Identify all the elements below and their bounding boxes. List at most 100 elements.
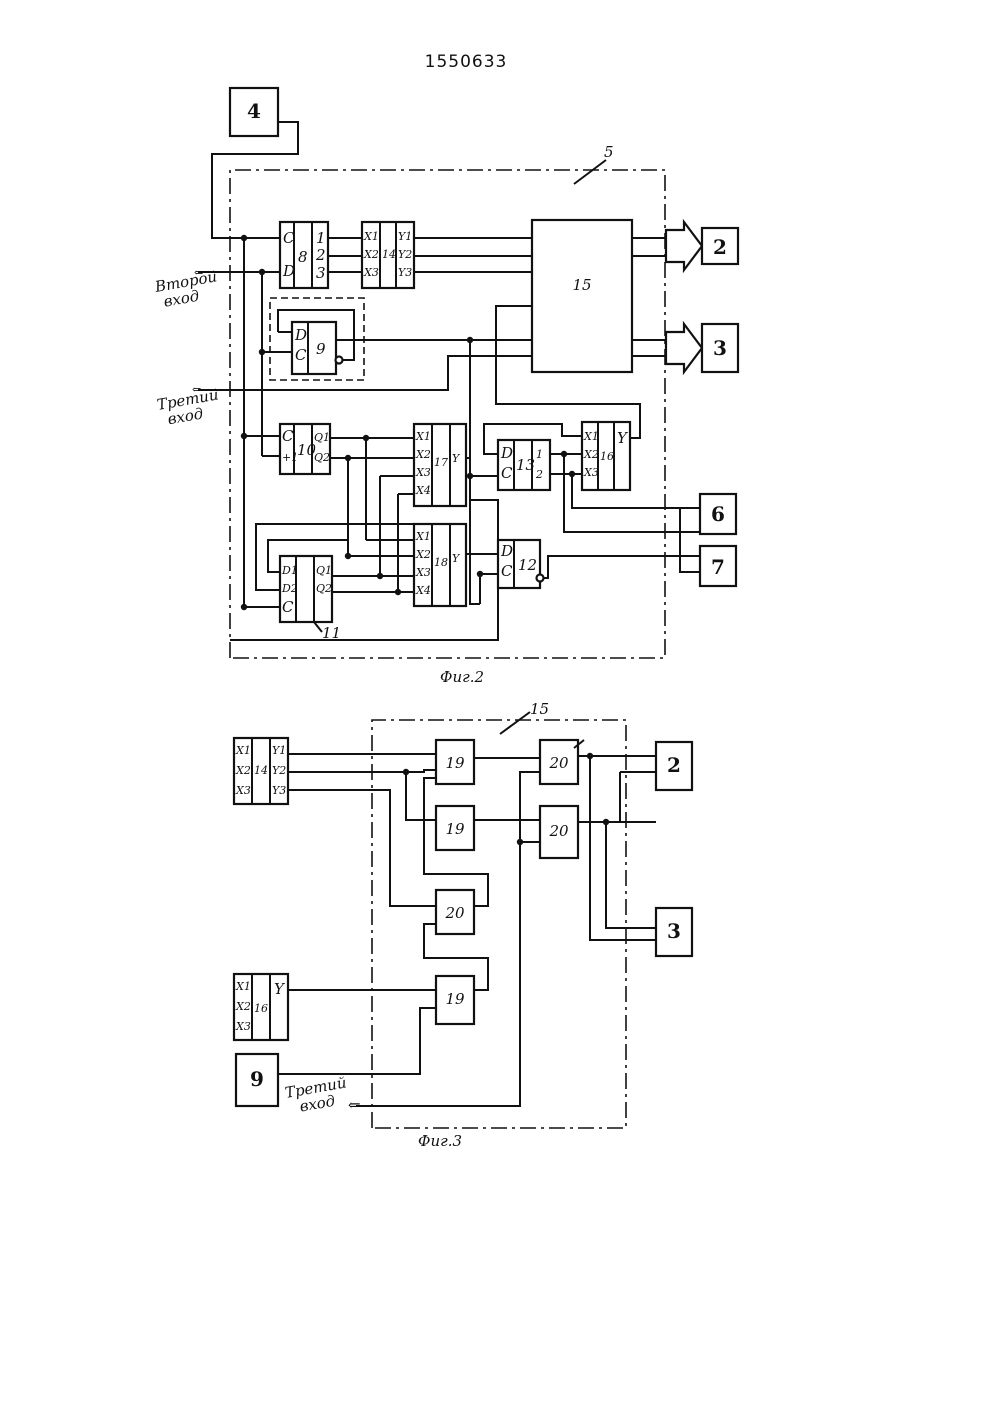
wire-ff9-to-ff12 [470,340,480,604]
f3-l16-id: 16 [254,1002,268,1015]
l18-x3: X3 [415,566,431,579]
l17-x4: X4 [415,484,431,497]
f3-dec14-y1: Y1 [272,744,286,757]
f3-dec14-x2: X2 [235,764,251,777]
l18-id: 18 [434,556,448,569]
l17-x2: X2 [415,448,431,461]
reg13-d: D [500,444,513,462]
l18-x4: X4 [415,584,431,597]
reg8-id: 8 [298,248,308,266]
block-15-label: 15 [572,276,591,294]
reg8-out-2: 2 [315,246,326,264]
fig3-block-9-label: 9 [250,1067,264,1091]
l18-x1: X1 [415,530,431,543]
junction [241,235,247,241]
ff12-id: 12 [518,556,537,574]
reg13-1: 1 [536,448,543,461]
input-arrow-glyph: ⇐ [348,1096,361,1114]
cnt10-pin-plus1: +1 [282,451,298,464]
reg11-d1: D1 [281,564,298,577]
cnt10-pin-c: C [282,427,294,445]
reg11-c: C [282,598,294,616]
f3-dec14-id: 14 [254,764,268,777]
l17-x1: X1 [415,430,431,443]
block-7-label: 7 [711,555,725,579]
block-6-label: 6 [711,502,725,526]
block-15-boundary [372,720,626,1128]
gate-20b-label: 20 [548,822,569,840]
f3-dec14-y2: Y2 [272,764,286,777]
l16-x2: X2 [583,448,599,461]
reg13-2: 2 [535,468,543,481]
l16-id: 16 [600,450,614,463]
gate-19b-label: 19 [445,820,465,838]
reg13-c: C [501,464,513,482]
reg11-d2: D2 [281,582,298,595]
ff9-pin-c: C [295,346,307,364]
junction [259,349,265,355]
third-input-label: Третийвход [156,385,223,429]
f3-dec14-y3: Y3 [272,784,286,797]
cnt10-q2: Q2 [314,451,330,464]
cnt10-q1: Q1 [314,431,330,444]
l17-x3: X3 [415,466,431,479]
wire-third-input [198,356,532,390]
ff12-pin-c: C [501,562,513,580]
dec14-y1: Y1 [398,230,412,243]
dec14-x2: X2 [363,248,379,261]
ff9-pin-d: D [294,326,307,344]
figure-2: 5 4 ⇐ Второйвход C D 8 1 2 3 X1 X2 [153,88,738,686]
block-5-leader [574,160,606,184]
fig3-caption: Фиг.3 [418,1132,462,1150]
block-15 [532,220,632,372]
fig3-third-input-label: Третийвход [284,1073,351,1117]
l17-id: 17 [434,456,448,469]
ff12-pin-d: D [500,542,513,560]
second-input-label: Второйвход [153,267,222,312]
block-4-label: 4 [247,99,261,123]
wire-4-to-reg8 [212,122,298,238]
fig3-block-2-label: 2 [667,753,681,777]
dec14-y2: Y2 [398,248,412,261]
f3-l16-x3: X3 [235,1020,251,1033]
dec14-x1: X1 [363,230,379,243]
f3-l16-x1: X1 [235,980,251,993]
reg8-pin-c: C [283,229,295,247]
l16-x3: X3 [583,466,599,479]
dec14-x3: X3 [363,266,379,279]
gate-19c-label: 19 [445,990,465,1008]
ff9-id: 9 [316,340,326,358]
junction [241,604,247,610]
block-15-leader [500,712,530,734]
dec14-y3: Y3 [398,266,412,279]
fig3-block-15-label: 15 [530,700,549,718]
wire-12-to-7 [544,556,680,578]
bus-arrow-to-3 [666,324,702,372]
reg13-id: 13 [516,456,535,474]
reg8-out-1: 1 [316,229,326,247]
block-3-label: 3 [713,336,727,360]
l16-x1: X1 [583,430,599,443]
block-2-label: 2 [713,235,727,259]
reg8-out-3: 3 [316,264,326,282]
reg8-pin-d: D [282,262,295,280]
reg11-q2: Q2 [316,582,332,595]
patent-number: 1550633 [425,52,508,72]
l18-x2: X2 [415,548,431,561]
f3-dec14-x3: X3 [235,784,251,797]
gate-20a-label: 20 [548,754,569,772]
gate-19a-label: 19 [445,754,465,772]
reg11-q1: Q1 [316,564,332,577]
junction [241,433,247,439]
f3-dec14-x1: X1 [235,744,251,757]
dec14-id: 14 [382,248,396,261]
gate-20c-label: 20 [444,904,465,922]
fig2-caption: Фиг.2 [440,668,484,686]
f3-l16-x2: X2 [235,1000,251,1013]
junction [259,269,265,275]
reg11-id: 11 [322,624,341,642]
bus-arrow-to-2 [666,222,702,270]
fig3-block-3-label: 3 [667,919,681,943]
figure-3: 15 X1 X2 X3 14 Y1 Y2 Y3 X1 X2 X3 16 Y 9 … [234,700,692,1150]
